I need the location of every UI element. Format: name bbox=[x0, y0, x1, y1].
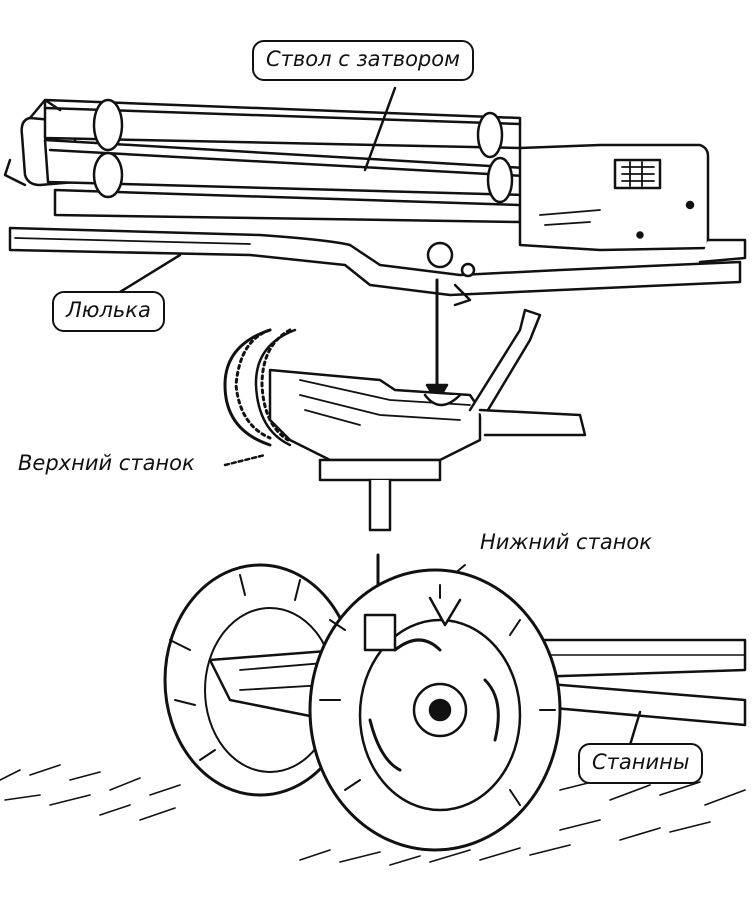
upper-carriage bbox=[223, 308, 587, 532]
cradle-body bbox=[8, 226, 742, 307]
leader-barrel bbox=[363, 86, 397, 172]
barrel-assembly bbox=[3, 98, 747, 264]
leader-cradle bbox=[118, 253, 182, 294]
label-upper-carriage: Верхний станок bbox=[18, 451, 195, 475]
leader-upper bbox=[223, 453, 267, 467]
label-barrel-with-breech: Ствол с затвором bbox=[252, 40, 474, 81]
label-lower-carriage: Нижний станок bbox=[480, 530, 652, 554]
label-trails: Станины bbox=[578, 743, 704, 784]
label-cradle: Люлька bbox=[52, 291, 165, 332]
ground-grass bbox=[0, 764, 746, 866]
lower-carriage bbox=[163, 563, 747, 852]
leader-trails bbox=[628, 710, 642, 747]
